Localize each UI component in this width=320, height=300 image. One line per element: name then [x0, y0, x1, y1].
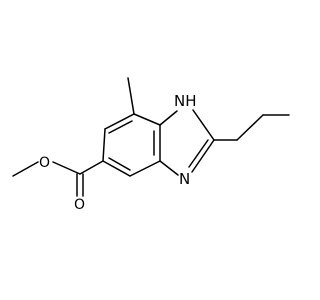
atom-label-n: N — [179, 170, 190, 188]
propyl-bond-2 — [236, 114, 264, 141]
methyl-bond — [127, 77, 135, 115]
ring-bond-c7-c7a — [133, 113, 161, 126]
bond-ring-carbonyl — [79, 160, 104, 175]
ring-bond-c4-c3a — [129, 160, 161, 177]
chemical-structure: NH N O O — [12, 77, 290, 213]
bond-nh-c2 — [192, 109, 215, 141]
ring-bond-c5-c4 — [102, 160, 131, 177]
bond-c7a-nh — [159, 110, 178, 126]
bond-o-methyl — [12, 161, 39, 177]
atom-label-nh: NH — [174, 92, 197, 110]
atom-label-o-ester: O — [39, 155, 50, 171]
ring-bond-c7-c6 — [104, 113, 135, 130]
bond-n-c3a — [159, 160, 179, 176]
ring-bond-c5-c4-inner — [108, 157, 131, 171]
ring-bond-c6-c5 — [102, 128, 106, 162]
atom-label-o-carbonyl: O — [74, 197, 85, 213]
bond-c2-n — [191, 139, 215, 173]
bond-c2-n-inner — [188, 139, 209, 168]
ring-bond-c7-c6-inner — [108, 120, 133, 134]
bond-carbonyl-o-ester — [52, 161, 81, 175]
